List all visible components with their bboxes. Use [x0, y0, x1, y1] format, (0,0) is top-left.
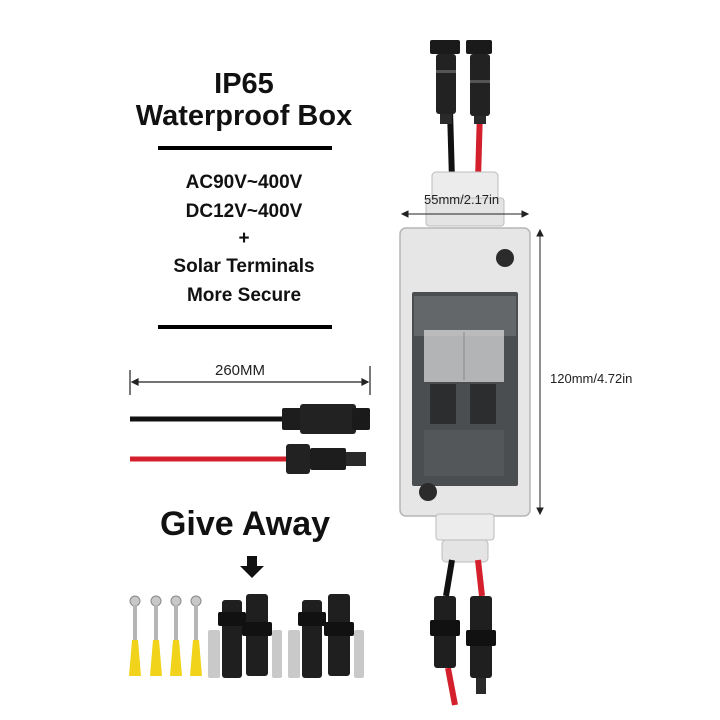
width-dimension-arrow: [400, 210, 530, 218]
cable-length-dimension: [129, 366, 371, 395]
arrow-down-icon: [240, 556, 264, 578]
cable-length-label: 260MM: [215, 362, 266, 379]
title-line-2: Waterproof Box: [135, 100, 353, 132]
bottom-divider: [158, 325, 332, 329]
box-width-label: 55mm/2.17in: [424, 192, 500, 207]
giveaway-mc4-set-2: [288, 594, 364, 678]
height-dimension-arrow: [536, 228, 544, 516]
bottom-cable-gland: [435, 513, 495, 563]
top-mc4-connectors: [430, 40, 492, 124]
giveaway-screws: [129, 595, 202, 641]
enclosure-box: [399, 227, 531, 517]
bottom-mc4-connectors: [430, 596, 496, 694]
giveaway-wall-anchors: [129, 640, 202, 676]
title-line-1: IP65: [214, 68, 274, 100]
giveaway-heading: Give Away: [159, 505, 331, 543]
extension-cables: [130, 404, 370, 474]
top-cable-gland: [425, 171, 505, 227]
screw-hole-icon: [496, 249, 514, 267]
screw-hole-icon: [419, 483, 437, 501]
spec-ac-range: AC90V~400V: [185, 172, 303, 193]
spec-plus: +: [238, 228, 250, 249]
spec-solar-terminals: Solar Terminals: [173, 256, 315, 277]
bottom-cables: [443, 559, 485, 706]
spec-more-secure: More Secure: [186, 285, 302, 306]
giveaway-mc4-set-1: [208, 594, 282, 678]
spec-dc-range: DC12V~400V: [185, 201, 303, 222]
box-height-label: 120mm/4.72in: [550, 371, 633, 386]
top-divider: [158, 146, 332, 150]
